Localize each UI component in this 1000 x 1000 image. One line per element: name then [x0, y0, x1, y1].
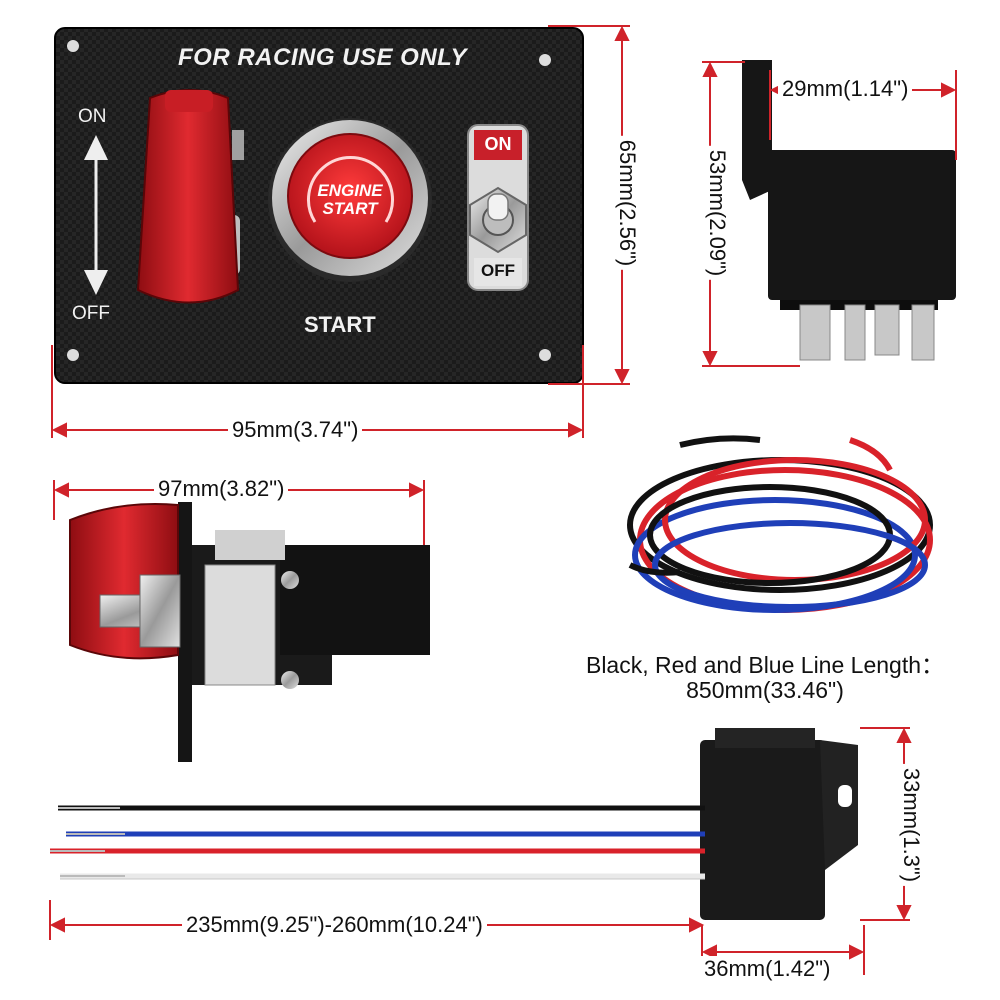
- cable-caption-line1: Black, Red and Blue Line Length：: [585, 652, 945, 678]
- cable-caption-line2: 850mm(33.46"): [686, 677, 844, 703]
- wire-length-dimension: 235mm(9.25")-260mm(10.24"): [182, 912, 487, 938]
- relay: [742, 60, 956, 361]
- button-label-start: START: [322, 199, 378, 218]
- engine-start-button: [268, 118, 432, 282]
- panel-width-dimension: 95mm(3.74"): [228, 417, 363, 443]
- toggle-switch: [467, 124, 529, 291]
- side-view-switch: [69, 500, 430, 762]
- start-label: START: [304, 312, 376, 337]
- mount-hole: [67, 40, 79, 52]
- panel-height-dimension: 65mm(2.56"): [614, 135, 641, 271]
- toggle-on-label: ON: [484, 134, 512, 154]
- on-off-arrow: [84, 135, 108, 295]
- mount-hole: [539, 349, 551, 361]
- wire-bundle: [50, 805, 705, 880]
- toggle-off-label: OFF: [481, 261, 515, 280]
- cable-coil: [627, 435, 933, 613]
- socket-width-dimension: 36mm(1.42"): [700, 956, 835, 982]
- relay-height-dimension: 53mm(2.09"): [704, 145, 731, 281]
- side-depth-dimension: 97mm(3.82"): [154, 476, 289, 502]
- button-label-engine: ENGINE: [317, 181, 383, 200]
- left-switch-off-label: OFF: [72, 303, 110, 324]
- relay-width-dimension: 29mm(1.14"): [778, 76, 913, 102]
- relay-socket: [700, 728, 858, 920]
- left-switch-on-label: ON: [78, 106, 107, 127]
- panel-header-label: FOR RACING USE ONLY: [178, 44, 468, 71]
- mount-hole: [539, 54, 551, 66]
- socket-height-dimension: 33mm(1.3"): [898, 763, 925, 887]
- safety-cover-switch: [136, 89, 244, 304]
- switch-panel: [54, 27, 584, 384]
- mount-hole: [67, 349, 79, 361]
